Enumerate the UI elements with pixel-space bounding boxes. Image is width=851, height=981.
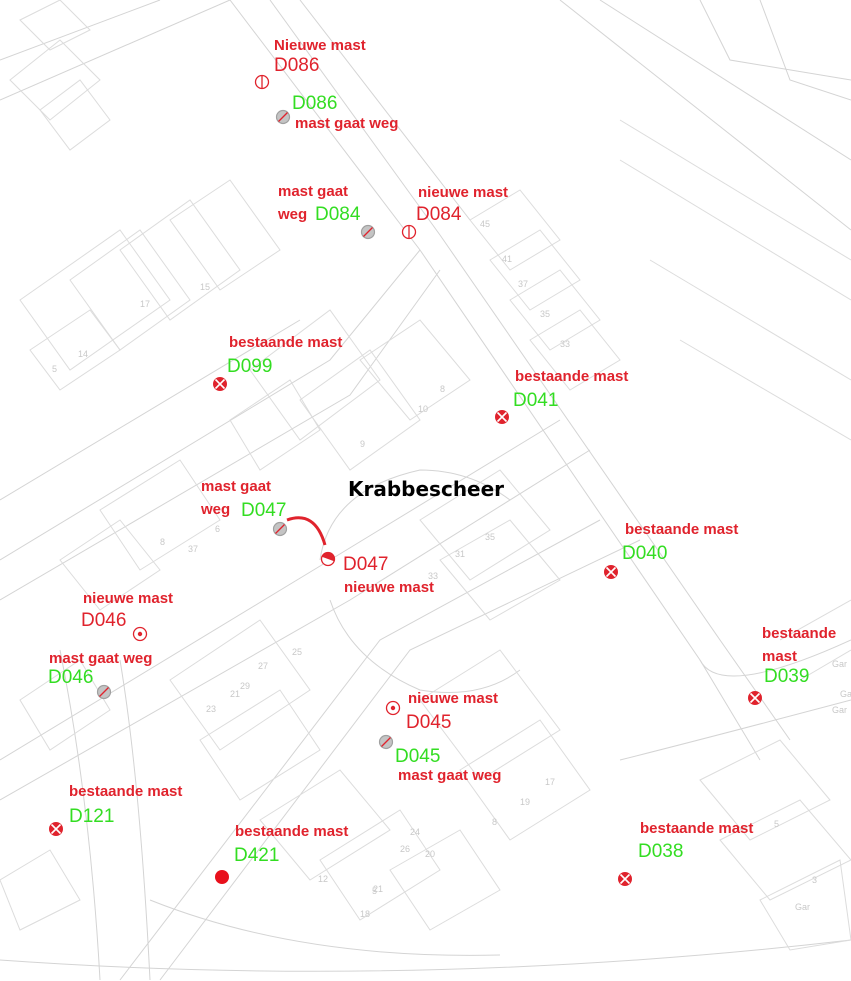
house-number: 21: [373, 884, 384, 894]
house-number: 14: [78, 349, 89, 359]
house-number: 24: [410, 827, 421, 837]
pole-d038-status: bestaande mast: [640, 820, 754, 837]
house-number: 41: [502, 254, 513, 264]
house-number: 9: [360, 439, 366, 449]
circle-cross-icon[interactable]: [494, 409, 510, 425]
circle-slash-grey-icon[interactable]: [378, 734, 394, 750]
house-number: 5: [372, 886, 378, 896]
pole-d045-old-status: mast gaat weg: [398, 767, 502, 784]
half-filled-circle-icon[interactable]: [320, 551, 336, 567]
pole-d121-id: D121: [69, 806, 115, 827]
pole-d421-id: D421: [234, 845, 280, 866]
house-number: 3: [812, 875, 818, 885]
pole-d084-old-id: D084: [315, 204, 361, 225]
house-number: 20: [425, 849, 436, 859]
pole-d084-new-id: D084: [416, 204, 462, 225]
house-number: 5: [774, 819, 780, 829]
house-number: Gar: [840, 689, 851, 699]
circle-cross-icon[interactable]: [48, 821, 64, 837]
house-number: 25: [292, 647, 303, 657]
pole-d046-new-id: D046: [81, 610, 127, 631]
house-number: 29: [240, 681, 251, 691]
house-number: 5: [52, 364, 58, 374]
house-number: 31: [455, 549, 466, 559]
pole-d084-old-status-line2: weg: [278, 206, 308, 223]
circle-vertical-line-icon[interactable]: [401, 224, 417, 240]
pole-d039-status-line2: mast: [762, 648, 798, 665]
circle-slash-grey-icon[interactable]: [360, 224, 376, 240]
pole-d045-old-id: D045: [395, 746, 441, 767]
circle-cross-icon[interactable]: [212, 376, 228, 392]
house-number: Gar: [795, 902, 811, 912]
house-number: 12: [318, 874, 329, 884]
house-number: 33: [560, 339, 571, 349]
house-number: 21: [230, 689, 241, 699]
house-number: 35: [540, 309, 551, 319]
pole-d041-id: D041: [513, 390, 559, 411]
relocation-arc: [286, 516, 327, 546]
pole-d046-old-id: D046: [48, 667, 94, 688]
pole-d041-status: bestaande mast: [515, 368, 629, 385]
circle-cross-icon[interactable]: [617, 871, 633, 887]
house-number: 10: [418, 404, 429, 414]
pole-d121-status: bestaande mast: [69, 783, 183, 800]
pole-d086-new-status: Nieuwe mast: [274, 37, 366, 54]
house-number: 33: [428, 571, 439, 581]
pole-d099-id: D099: [227, 356, 273, 377]
pole-d045-new-status: nieuwe mast: [408, 690, 499, 707]
house-number: 17: [140, 299, 151, 309]
circle-slash-grey-icon[interactable]: [96, 684, 112, 700]
house-number: 35: [485, 532, 496, 542]
house-number: 27: [258, 661, 269, 671]
house-number: Gar: [832, 705, 848, 715]
house-number: 8: [440, 384, 446, 394]
house-number: 45: [480, 219, 491, 229]
pole-d046-new-status: nieuwe mast: [83, 590, 174, 607]
house-number: 37: [188, 544, 199, 554]
pole-d039-id: D039: [764, 666, 810, 687]
house-number: 6: [215, 524, 221, 534]
pole-d086-old-id: D086: [292, 93, 338, 114]
pole-d047-new-status: nieuwe mast: [344, 579, 435, 596]
pole-d099-status: bestaande mast: [229, 334, 343, 351]
house-number: 37: [518, 279, 529, 289]
house-number: 19: [520, 797, 531, 807]
house-number: 8: [492, 817, 498, 827]
house-number: 26: [400, 844, 411, 854]
circle-slash-grey-icon[interactable]: [272, 521, 288, 537]
pole-d046-old-status: mast gaat weg: [49, 650, 153, 667]
circle-cross-icon[interactable]: [747, 690, 763, 706]
pole-d047-old-status-line2: weg: [201, 501, 231, 518]
pole-d086-new-id: D086: [274, 55, 320, 76]
pole-d047-old-status-line1: mast gaat: [201, 478, 272, 495]
circle-dot-icon[interactable]: [385, 700, 401, 716]
street-name-label: Krabbescheer: [348, 477, 505, 501]
circle-vertical-line-icon[interactable]: [254, 74, 270, 90]
house-number: 17: [545, 777, 556, 787]
house-number: Gar: [832, 659, 848, 669]
pole-d047-old-id: D047: [241, 500, 287, 521]
pole-d086-old-status: mast gaat weg: [295, 115, 399, 132]
circle-dot-icon[interactable]: [132, 626, 148, 642]
house-number: 15: [200, 282, 211, 292]
house-number: 18: [360, 909, 371, 919]
pole-d047-new-id: D047: [343, 554, 389, 575]
pole-d045-new-id: D045: [406, 712, 452, 733]
pole-d040-status: bestaande mast: [625, 521, 739, 538]
pole-d084-old-status-line1: mast gaat: [278, 183, 349, 200]
pole-d421-status: bestaande mast: [235, 823, 349, 840]
pole-d039-status-line1: bestaande: [762, 625, 837, 642]
pole-d038-id: D038: [638, 841, 684, 862]
pole-d084-new-status: nieuwe mast: [418, 184, 509, 201]
pole-d040-id: D040: [622, 543, 668, 564]
circle-cross-icon[interactable]: [603, 564, 619, 580]
filled-circle-icon[interactable]: [214, 869, 230, 885]
house-number: 8: [160, 537, 166, 547]
circle-slash-grey-icon[interactable]: [275, 109, 291, 125]
house-number: 23: [206, 704, 217, 714]
